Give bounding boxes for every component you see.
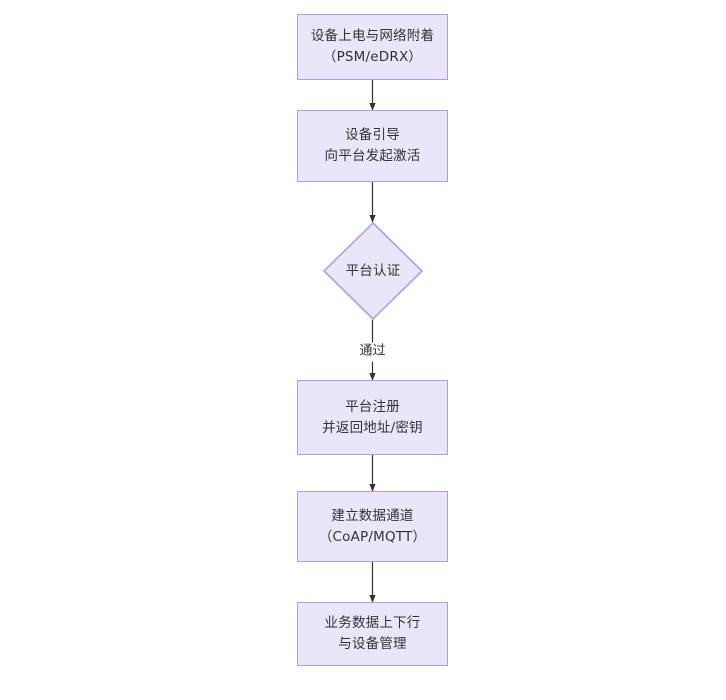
node-line: （PSM/eDRX） xyxy=(322,49,423,65)
node-device-bootstrap[interactable]: 设备引导 向平台发起激活 xyxy=(297,110,448,182)
node-device-power-on[interactable]: 设备上电与网络附着 （PSM/eDRX） xyxy=(297,14,448,80)
node-platform-registration[interactable]: 平台注册 并返回地址/密钥 xyxy=(297,380,448,455)
diamond-shape-icon xyxy=(323,222,423,320)
node-line: 业务数据上下行 xyxy=(324,615,421,632)
node-line: （CoAP/MQTT） xyxy=(318,528,427,545)
node-line: 平台注册 xyxy=(345,398,400,415)
node-line: 设备上电与网络附着 xyxy=(310,28,435,45)
node-line: 建立数据通道 xyxy=(331,507,414,524)
node-line: 向平台发起激活 xyxy=(324,148,421,164)
node-line: 平台认证 xyxy=(345,262,401,279)
node-line: 设备引导 xyxy=(345,127,400,144)
node-line: 与设备管理 xyxy=(338,636,407,652)
edge-label-pass: 通过 xyxy=(356,342,389,362)
node-line: 并返回地址/密钥 xyxy=(322,419,423,436)
node-business-data-and-management[interactable]: 业务数据上下行 与设备管理 xyxy=(297,602,448,666)
node-establish-data-channel[interactable]: 建立数据通道 （CoAP/MQTT） xyxy=(297,491,448,562)
node-platform-authentication[interactable]: 平台认证 xyxy=(323,222,423,320)
